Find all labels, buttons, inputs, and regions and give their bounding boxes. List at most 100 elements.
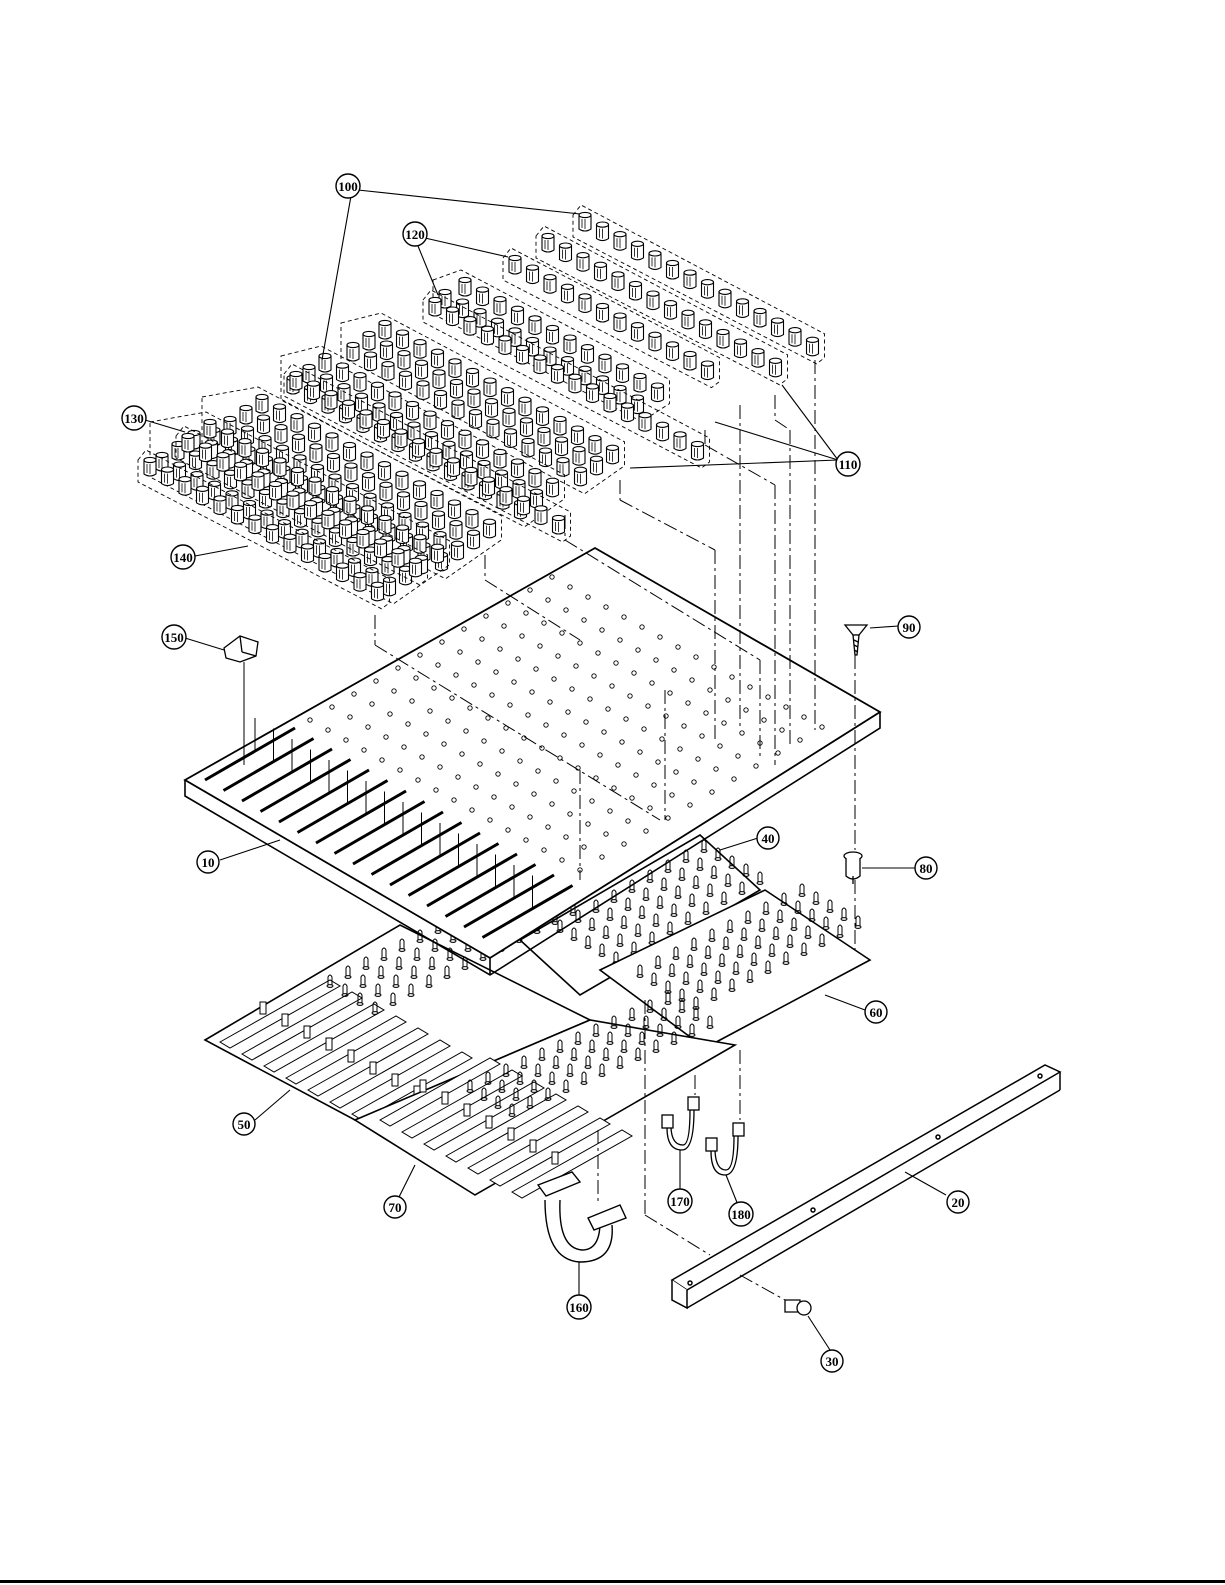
- screw-90: [845, 625, 867, 655]
- callout-90: 90: [898, 616, 920, 638]
- rotary-knob: [200, 443, 212, 462]
- rotary-knob: [365, 352, 377, 371]
- callout-10: 10: [197, 851, 219, 873]
- rotary-knob: [452, 541, 464, 560]
- rotary-knob: [735, 339, 747, 358]
- rotary-knob: [414, 481, 426, 500]
- rotary-knob: [702, 361, 714, 380]
- rotary-knob: [375, 539, 387, 558]
- rotary-knob: [360, 410, 372, 429]
- rotary-knob: [345, 463, 357, 482]
- callout-100: 100: [336, 174, 360, 198]
- rotary-knob: [639, 413, 651, 432]
- rotary-knob: [513, 480, 525, 499]
- rotary-knob: [630, 281, 642, 300]
- rotary-knob: [519, 397, 531, 416]
- rotary-knob: [647, 291, 659, 310]
- rotary-knob: [382, 362, 394, 381]
- rotary-knob: [319, 553, 331, 572]
- rotary-knob: [222, 429, 234, 448]
- svg-text:170: 170: [670, 1194, 690, 1209]
- rotary-knob: [521, 418, 533, 437]
- rotary-knob: [649, 251, 661, 270]
- rotary-knob: [477, 440, 489, 459]
- rotary-knob: [430, 448, 442, 467]
- rotary-knob: [540, 448, 552, 467]
- rotary-knob: [499, 336, 511, 355]
- rotary-knob: [483, 477, 495, 496]
- svg-text:160: 160: [569, 1300, 589, 1315]
- rotary-knob: [502, 388, 514, 407]
- rotary-knob: [308, 381, 320, 400]
- rotary-knob: [807, 337, 819, 356]
- svg-text:70: 70: [389, 1200, 402, 1215]
- rotary-knob: [597, 303, 609, 322]
- svg-text:40: 40: [762, 831, 775, 846]
- callout-130: 130: [122, 406, 146, 430]
- rotary-knob: [400, 371, 412, 390]
- rotary-knob: [363, 331, 375, 350]
- rotary-knob: [340, 520, 352, 539]
- rotary-knob: [337, 563, 349, 582]
- rotary-knob: [442, 421, 454, 440]
- rotary-knob: [752, 349, 764, 368]
- rotary-knob: [414, 340, 426, 359]
- rotary-knob: [649, 332, 661, 351]
- callout-160: 160: [567, 1295, 591, 1319]
- rotary-knob: [547, 478, 559, 497]
- rotary-knob: [303, 364, 315, 383]
- rotary-knob: [582, 345, 594, 364]
- rotary-knob: [397, 330, 409, 349]
- rotary-knob: [379, 462, 391, 481]
- callout-70: 70: [384, 1196, 406, 1218]
- rotary-knob: [447, 307, 459, 326]
- rotary-knob: [182, 433, 194, 452]
- rotary-knob: [267, 525, 279, 544]
- rotary-knob: [338, 384, 350, 403]
- rotary-knob: [270, 481, 282, 500]
- rotary-knob: [665, 301, 677, 320]
- rotary-knob: [433, 511, 445, 530]
- rotary-knob: [500, 487, 512, 506]
- svg-text:140: 140: [173, 550, 193, 565]
- rotary-knob: [232, 505, 244, 524]
- rotary-knob: [347, 342, 359, 361]
- rotary-knob: [256, 394, 268, 413]
- rotary-knob: [257, 448, 269, 467]
- rotary-knob: [692, 441, 704, 460]
- page-bottom-rule: [0, 1580, 1225, 1583]
- rotary-knob: [389, 392, 401, 411]
- rotary-knob: [305, 501, 317, 520]
- rotary-knob: [407, 401, 419, 420]
- rotary-knob: [494, 297, 506, 316]
- rotary-knob: [293, 434, 305, 453]
- rotary-knob: [424, 411, 436, 430]
- rotary-knob: [518, 496, 530, 515]
- rotary-knob: [634, 373, 646, 392]
- rotary-knob: [322, 510, 334, 529]
- rotary-knob: [448, 458, 460, 477]
- rotary-knob: [484, 378, 496, 397]
- rotary-knob: [595, 262, 607, 281]
- rotary-knob: [468, 389, 480, 408]
- rotary-knob: [426, 432, 438, 451]
- rotary-knob: [354, 373, 366, 392]
- rotary-knob: [591, 456, 603, 475]
- rotary-knob: [354, 573, 366, 592]
- rotary-knob: [556, 437, 568, 456]
- rotary-knob: [217, 453, 229, 472]
- rotary-knob: [249, 515, 261, 534]
- rotary-knob: [589, 436, 601, 455]
- rotary-knob: [674, 432, 686, 451]
- rotary-knob: [494, 449, 506, 468]
- rotary-knob: [459, 430, 471, 449]
- rotary-knob: [553, 515, 565, 534]
- rotary-knob: [179, 477, 191, 496]
- rotary-knob: [344, 442, 356, 461]
- rotary-knob: [379, 320, 391, 339]
- screw-30: [785, 1300, 811, 1315]
- rotary-knob: [284, 534, 296, 553]
- rotary-knob: [204, 419, 216, 438]
- rotary-knob: [357, 529, 369, 548]
